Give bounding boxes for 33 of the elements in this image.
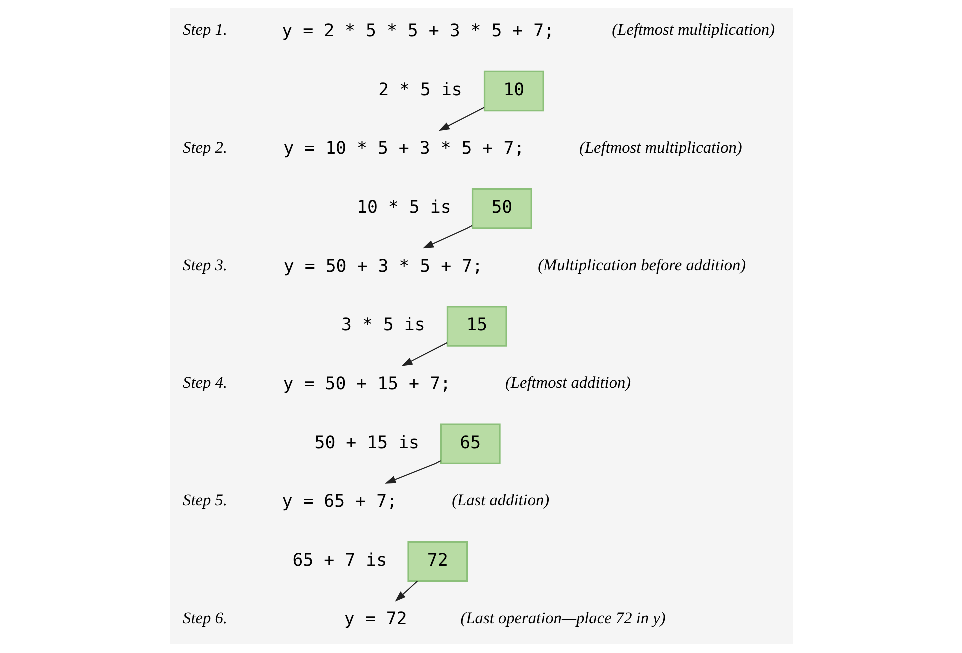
label: Step 3. bbox=[182, 255, 228, 274]
node-label: 65 + 7 is bbox=[292, 550, 387, 571]
label: (Leftmost multiplication) bbox=[579, 138, 742, 157]
label: (Leftmost addition) bbox=[504, 373, 631, 392]
node-text: y = 65 + 7; bbox=[282, 492, 398, 512]
label: y = 2 * 5 * 5 + 3 * 5 + 7; bbox=[282, 22, 554, 42]
arrow bbox=[384, 460, 441, 484]
label: Step 2. bbox=[182, 138, 228, 157]
label: (Last addition) bbox=[452, 490, 550, 510]
label: (Multiplication before addition) bbox=[538, 255, 746, 274]
node-text: y = 10 * 5 + 3 * 5 + 7; bbox=[283, 139, 524, 160]
node-box: 10 bbox=[483, 70, 544, 112]
node-label: 50 + 15 is bbox=[314, 433, 420, 454]
node-box: 65 bbox=[440, 424, 500, 465]
label: (Last operation—place 72 in y) bbox=[460, 608, 666, 628]
label: Step 4. bbox=[182, 373, 228, 392]
node-box: 15 bbox=[446, 306, 507, 347]
node-text: y = 50 + 3 * 5 + 7; bbox=[283, 256, 483, 277]
arrow bbox=[401, 342, 448, 366]
node-box: 72 bbox=[407, 541, 468, 582]
label: Step 5. bbox=[182, 490, 228, 510]
label: (Leftmost multiplication) bbox=[612, 20, 775, 40]
node-label: 10 * 5 is bbox=[356, 198, 451, 218]
arrow bbox=[422, 225, 472, 249]
arrow bbox=[394, 581, 418, 602]
node-label: 3 * 5 is bbox=[341, 316, 425, 336]
arrow bbox=[438, 107, 484, 132]
label: Step 1. bbox=[182, 20, 228, 40]
node-text: y = 72 bbox=[344, 610, 407, 630]
node-box: 50 bbox=[471, 188, 532, 230]
node-text: y = 50 + 15 + 7; bbox=[282, 374, 450, 394]
label: Step 6. bbox=[182, 608, 228, 628]
node-label: 2 * 5 is bbox=[378, 80, 462, 100]
